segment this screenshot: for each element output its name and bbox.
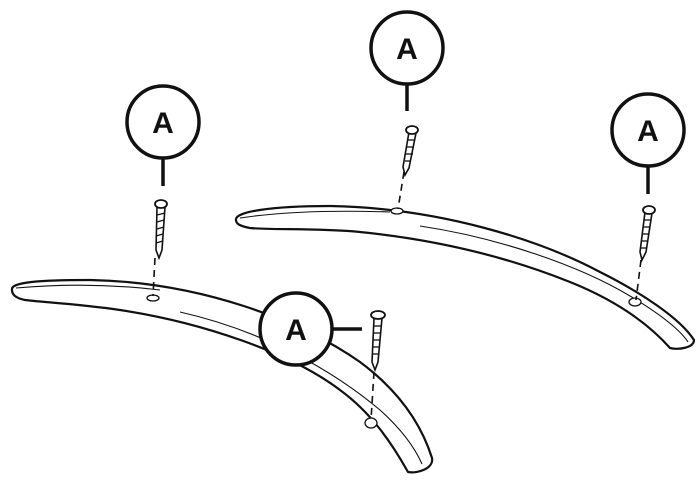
screw-icon xyxy=(397,125,419,210)
right-rail xyxy=(234,204,696,350)
callout-label: A xyxy=(285,314,307,347)
screw-icon xyxy=(370,310,386,421)
screw-hole xyxy=(390,207,404,215)
callout-a: A xyxy=(125,84,201,186)
screw-icon xyxy=(152,199,168,297)
callout-label: A xyxy=(152,107,174,140)
callout-a: A xyxy=(258,291,362,367)
callout-a: A xyxy=(369,10,445,111)
callout-a: A xyxy=(610,92,686,194)
callout-label: A xyxy=(396,33,418,66)
left-rail xyxy=(10,278,434,474)
screw-icon xyxy=(635,205,656,301)
screw-hole xyxy=(628,297,642,307)
screw-hole xyxy=(364,417,378,429)
callout-label: A xyxy=(637,115,659,148)
